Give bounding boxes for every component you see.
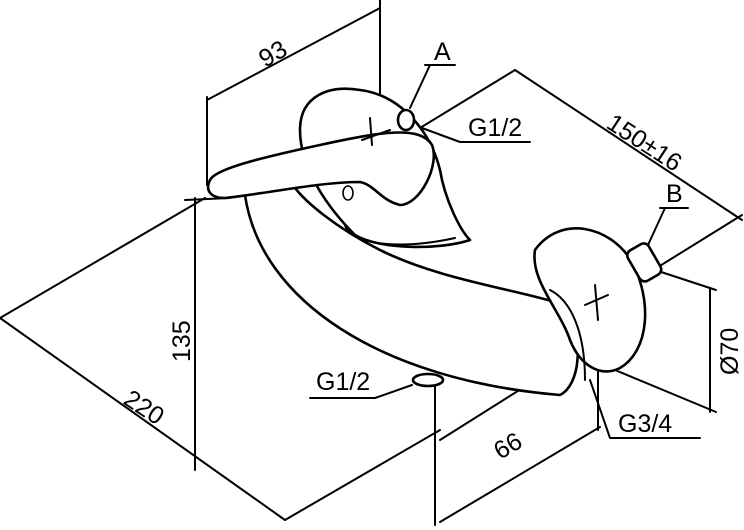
- dimension-93-label: 93: [254, 35, 292, 73]
- leaders: A G1/2 B G3/4 G1/2: [309, 38, 701, 439]
- dimension-135-label: 135: [168, 320, 196, 362]
- wall-thread-icon: [626, 242, 663, 283]
- label-thread-top: G1/2: [468, 114, 522, 142]
- dimension-135: 135: [168, 197, 231, 471]
- label-thread-g34: G3/4: [618, 410, 672, 438]
- dimension-150-label: 150±16: [602, 109, 687, 178]
- dimension-70: Ø70: [614, 269, 744, 413]
- faucet-body: [206, 87, 663, 397]
- label-b: B: [666, 180, 683, 208]
- bottom-thread-icon: [411, 372, 445, 388]
- dimension-66-label: 66: [489, 427, 527, 465]
- label-a: A: [434, 38, 451, 66]
- dimension-220-label: 220: [119, 385, 169, 431]
- dimension-70-label: Ø70: [716, 328, 744, 375]
- label-thread-bottom: G1/2: [316, 368, 370, 396]
- top-thread-icon: [396, 108, 416, 132]
